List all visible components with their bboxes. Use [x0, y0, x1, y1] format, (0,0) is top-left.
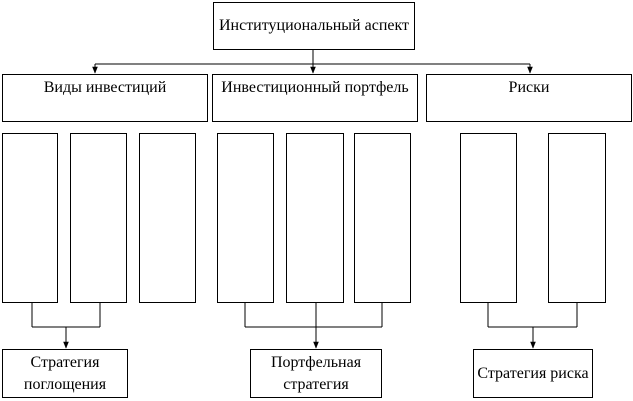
category-investment-types: Виды инвестиций	[2, 74, 208, 122]
strategy-label: Стратегия риска	[477, 364, 589, 382]
category-label: Инвестиционный портфель	[221, 79, 409, 96]
empty-column	[70, 133, 127, 303]
empty-column	[354, 133, 411, 303]
strategy-absorption: Стратегия поглощения	[2, 349, 128, 398]
strategy-label: Портфельная стратегия	[270, 353, 362, 393]
empty-column	[286, 133, 344, 303]
empty-column	[217, 133, 274, 303]
strategy-portfolio: Портфельная стратегия	[250, 349, 382, 398]
empty-column	[2, 133, 58, 303]
strategy-risk: Стратегия риска	[473, 349, 593, 398]
strategy-label: Стратегия поглощения	[23, 353, 107, 393]
empty-column	[460, 133, 517, 303]
category-investment-portfolio: Инвестиционный портфель	[212, 74, 418, 122]
category-label: Риски	[508, 79, 550, 96]
root-label: Институциональный аспект	[218, 17, 410, 34]
empty-column	[139, 133, 196, 303]
category-label: Виды инвестиций	[43, 79, 167, 96]
category-risks: Риски	[426, 74, 632, 122]
empty-column	[548, 133, 606, 303]
root-box: Институциональный аспект	[213, 2, 415, 50]
